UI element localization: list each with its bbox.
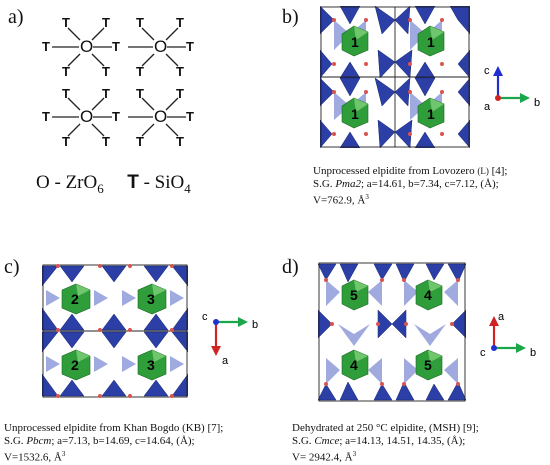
site-label: 1 — [427, 34, 435, 50]
tetrahedra-layer — [320, 6, 470, 148]
panel-c-structure: 2 3 2 3 — [42, 264, 188, 398]
atom-o: O — [154, 37, 168, 56]
caption-line-2: S.G. Pbcm; a=7.13, b=14.69, c=14.64, (Å)… — [4, 435, 195, 447]
axis-label-up: c — [484, 65, 490, 77]
site-label: 2 — [71, 357, 79, 373]
axis-label-down: a — [222, 355, 229, 366]
octahedra-highlight — [354, 26, 444, 112]
site-label: 1 — [427, 106, 435, 122]
caption-line-3: V=762.9, Å3 — [313, 193, 369, 207]
site-label: 5 — [424, 357, 432, 373]
caption-line-2: S.G. Pma2; a=14.61, b=7.34, c=7.12, (Å); — [313, 178, 499, 190]
atom-t: T — [176, 86, 184, 101]
site-label: 4 — [350, 357, 358, 373]
panel-b-structure: 1 1 1 1 — [320, 6, 470, 148]
axis-label-right: b — [534, 97, 540, 109]
axis-label-right: b — [530, 347, 536, 359]
atom-t: T — [62, 86, 70, 101]
caption-line-2: S.G. Cmce; a=14.13, 14.51, 14.35, (Å); — [292, 435, 466, 447]
atom-dots — [332, 18, 444, 136]
atom-o: O — [80, 37, 94, 56]
caption-line-1: Unprocessed elpidite from Khan Bogdo (KB… — [4, 422, 224, 434]
atom-t: T — [42, 39, 50, 54]
atom-t: T — [62, 64, 70, 79]
atom-t: T — [176, 134, 184, 149]
atom-t: T — [136, 134, 144, 149]
site-label: 3 — [147, 291, 155, 307]
atom-t: T — [176, 15, 184, 30]
caption-line-1: Dehydrated at 250 °C elpidite, (MSH) [9]… — [292, 422, 479, 434]
atom-t: T — [62, 134, 70, 149]
atom-t: T — [186, 39, 194, 54]
atom-o: O — [154, 107, 168, 126]
axis-label-up: a — [498, 311, 505, 323]
atom-t: T — [112, 39, 120, 54]
legend-o-text: ZrO — [65, 172, 98, 193]
atom-t: T — [102, 64, 110, 79]
axis-label-origin: c — [202, 311, 208, 323]
legend-o-sub: 6 — [97, 180, 104, 196]
panel-a-bonds — [52, 27, 186, 137]
legend-t-text: SiO — [154, 172, 185, 193]
site-label: 1 — [351, 106, 359, 122]
caption-line-1: Unprocessed elpidite from Lovozero (L) [… — [313, 165, 508, 177]
axis-label-origin: a — [484, 101, 491, 113]
panel-d-label: d) — [282, 256, 299, 278]
site-label: 1 — [351, 34, 359, 50]
site-label: 2 — [71, 291, 79, 307]
atom-t: T — [186, 109, 194, 124]
panel-b-label: b) — [282, 6, 299, 28]
atom-t: T — [102, 15, 110, 30]
panel-a-schematic: O O O O T T T T T T T T T T T T T T T T … — [0, 0, 260, 210]
axis-label-origin: c — [480, 347, 486, 359]
panel-b-caption: Unprocessed elpidite from Lovozero (L) [… — [313, 165, 507, 208]
legend-t-sub: 4 — [184, 180, 191, 196]
panel-d-axes: a b c — [480, 311, 536, 359]
unit-cell-lines — [320, 6, 470, 148]
atom-t: T — [136, 86, 144, 101]
panel-c-label: c) — [4, 256, 20, 278]
atom-o: O — [80, 107, 94, 126]
legend-o-symbol: O — [36, 172, 50, 193]
legend-dash: - — [54, 172, 66, 193]
atom-t: T — [102, 86, 110, 101]
atom-t: T — [102, 134, 110, 149]
panel-c-caption: Unprocessed elpidite from Khan Bogdo (KB… — [4, 422, 223, 465]
axis-label-right: b — [252, 319, 258, 331]
atom-t: T — [176, 64, 184, 79]
site-label: 4 — [424, 287, 432, 303]
caption-line-3: V= 2942.4, Å3 — [292, 450, 357, 464]
site-label: 5 — [350, 287, 358, 303]
panel-d-structure: 5 4 4 5 — [318, 262, 466, 402]
legend-dash: - — [143, 172, 155, 193]
site-label: 3 — [147, 357, 155, 373]
panel-b-axes: c b a — [484, 65, 540, 113]
legend-t-symbol: T — [127, 172, 139, 193]
panel-c-axes: c b a — [202, 311, 258, 366]
atom-t: T — [136, 15, 144, 30]
caption-line-3: V=1532.6, Å3 — [4, 450, 66, 464]
atom-t: T — [42, 109, 50, 124]
atom-t: T — [136, 64, 144, 79]
panel-d-caption: Dehydrated at 250 °C elpidite, (MSH) [9]… — [292, 422, 479, 465]
atom-t: T — [62, 15, 70, 30]
panel-a-label: a) — [8, 6, 24, 28]
atom-t: T — [112, 109, 120, 124]
panel-a-legend: O - ZrO6 T - SiO4 — [36, 172, 191, 197]
